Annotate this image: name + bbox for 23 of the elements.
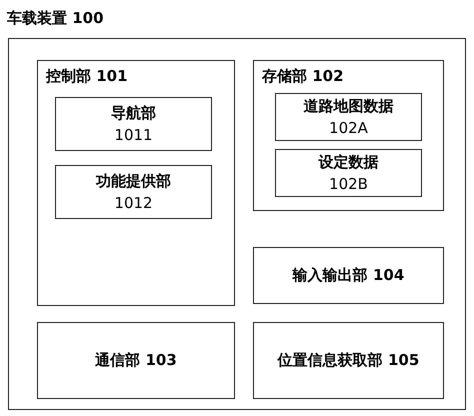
unit-number: 1012 — [114, 194, 153, 212]
unit-box — [275, 149, 422, 197]
unit-label: 车载装置 100 — [7, 9, 104, 27]
unit-label: 输入输出部 104 — [292, 266, 404, 284]
unit-number: 1011 — [114, 126, 153, 144]
unit-box — [55, 97, 212, 151]
unit-box — [37, 322, 235, 399]
unit-number: 102A — [329, 118, 368, 136]
unit-box — [253, 60, 444, 211]
unit-box — [275, 93, 422, 141]
unit-label: 道路地图数据 — [304, 96, 394, 114]
unit-label: 导航部 — [111, 104, 156, 122]
unit-label: 通信部 103 — [95, 351, 177, 369]
unit-box — [253, 322, 444, 399]
unit-box — [253, 247, 444, 304]
unit-label: 存储部 102 — [262, 67, 344, 85]
unit-label: 位置信息获取部 105 — [278, 351, 420, 369]
unit-label: 控制部 101 — [46, 67, 128, 85]
unit-box — [55, 165, 212, 219]
unit-number: 102B — [329, 174, 368, 192]
unit-label: 功能提供部 — [96, 172, 171, 190]
unit-label: 设定数据 — [318, 152, 378, 170]
unit-box — [37, 60, 235, 306]
